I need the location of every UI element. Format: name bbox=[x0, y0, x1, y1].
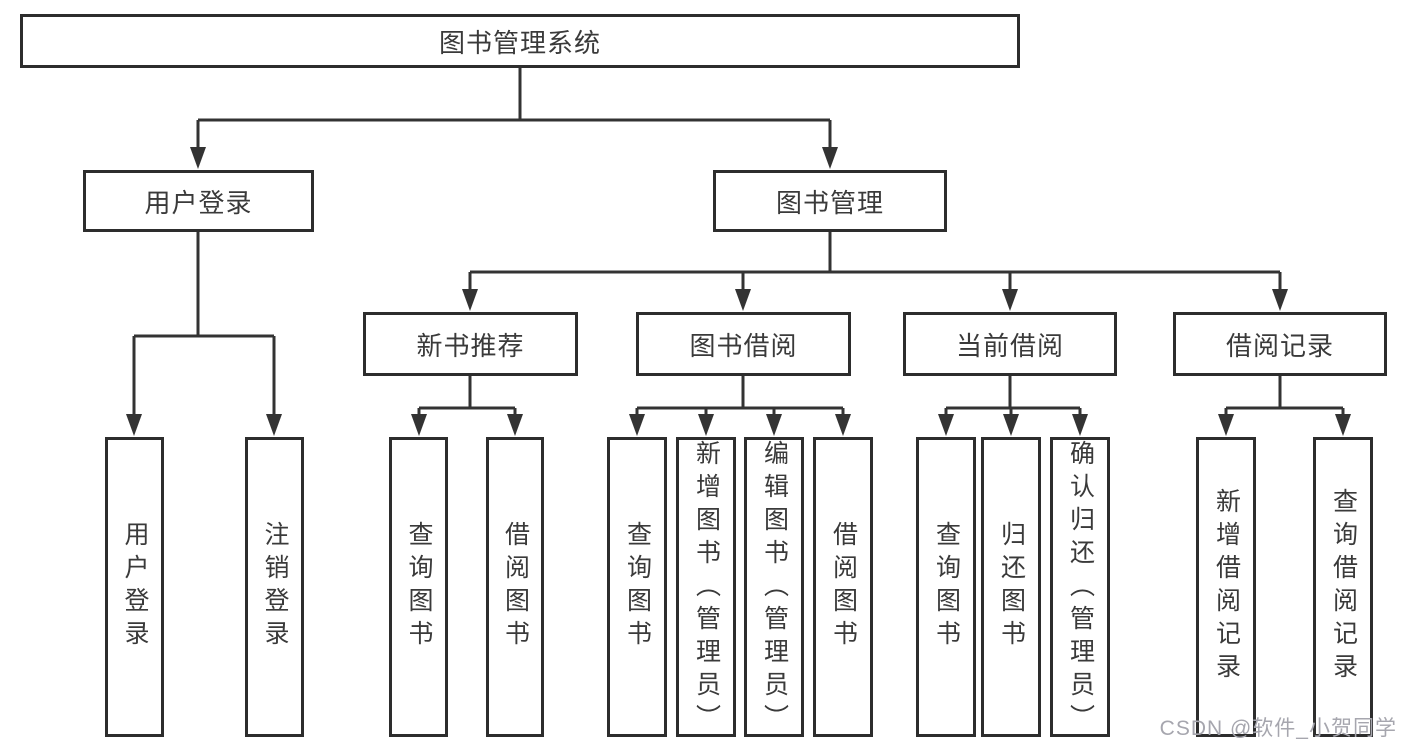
node-label: 图书借阅 bbox=[689, 330, 798, 361]
node-current-borrow: 当前借阅 bbox=[903, 312, 1117, 376]
node-label: 图书管理 bbox=[775, 187, 884, 218]
leaf-query-book-current: 查询图书 bbox=[916, 437, 976, 737]
leaf-label: 注销登录 bbox=[261, 521, 289, 653]
leaf-label: 查询图书 bbox=[932, 521, 961, 653]
leaf-label: 编辑图书（管理员） bbox=[760, 440, 789, 737]
leaf-borrow-book-recommend: 借阅图书 bbox=[486, 437, 544, 737]
leaf-confirm-return-admin: 确认归还（管理员） bbox=[1050, 437, 1110, 737]
node-label: 图书管理系统 bbox=[438, 27, 601, 58]
node-book-management: 图书管理 bbox=[713, 170, 947, 232]
leaf-label: 借阅图书 bbox=[501, 521, 530, 653]
leaf-label: 查询图书 bbox=[405, 521, 433, 653]
node-new-book-recommend: 新书推荐 bbox=[363, 312, 578, 376]
leaf-label: 新增借阅记录 bbox=[1212, 488, 1241, 686]
leaf-label: 借阅图书 bbox=[829, 521, 858, 653]
leaf-label: 查询图书 bbox=[623, 521, 652, 653]
leaf-label: 用户登录 bbox=[121, 521, 149, 653]
leaf-query-borrow-record: 查询借阅记录 bbox=[1313, 437, 1373, 737]
node-book-borrow: 图书借阅 bbox=[636, 312, 851, 376]
leaf-label: 确认归还（管理员） bbox=[1066, 440, 1095, 737]
leaf-user-login: 用户登录 bbox=[105, 437, 164, 737]
leaf-edit-book-admin: 编辑图书（管理员） bbox=[744, 437, 804, 737]
leaf-label: 归还图书 bbox=[997, 521, 1026, 653]
leaf-logout: 注销登录 bbox=[245, 437, 304, 737]
node-borrow-record: 借阅记录 bbox=[1173, 312, 1387, 376]
leaf-add-borrow-record: 新增借阅记录 bbox=[1196, 437, 1256, 737]
leaf-return-book: 归还图书 bbox=[981, 437, 1041, 737]
csdn-watermark: CSDN @软件_小贺同学 bbox=[1159, 717, 1397, 740]
node-label: 用户登录 bbox=[144, 187, 253, 218]
node-user-login: 用户登录 bbox=[83, 170, 314, 232]
node-root-library-system: 图书管理系统 bbox=[20, 14, 1020, 68]
node-label: 当前借阅 bbox=[955, 330, 1064, 361]
leaf-add-book-admin: 新增图书（管理员） bbox=[676, 437, 736, 737]
node-label: 新书推荐 bbox=[416, 330, 525, 361]
leaf-label: 查询借阅记录 bbox=[1329, 488, 1358, 686]
node-label: 借阅记录 bbox=[1225, 330, 1334, 361]
leaf-query-book-borrow: 查询图书 bbox=[607, 437, 667, 737]
leaf-label: 新增图书（管理员） bbox=[692, 440, 721, 737]
leaf-borrow-book: 借阅图书 bbox=[813, 437, 873, 737]
leaf-query-book-recommend: 查询图书 bbox=[389, 437, 448, 737]
